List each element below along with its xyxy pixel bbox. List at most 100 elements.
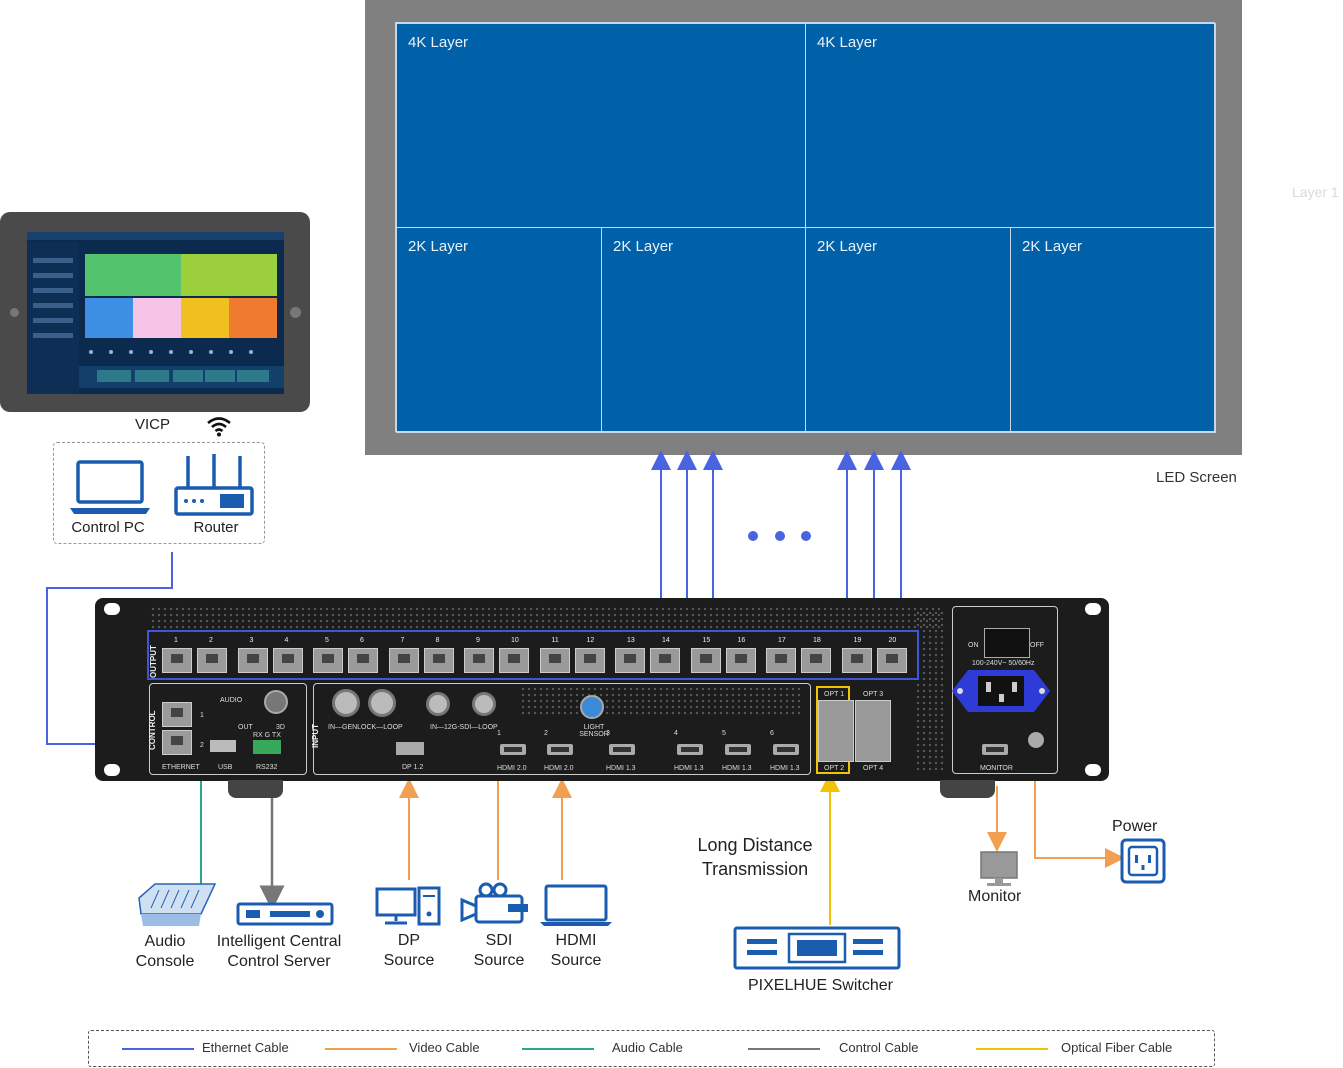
laptop-icon xyxy=(540,884,612,926)
sdi-label: IN—12G-SDI—LOOP xyxy=(430,724,498,731)
rs232-terminal[interactable] xyxy=(253,740,281,754)
output-port-number: 7 xyxy=(400,637,405,644)
output-port-number: 8 xyxy=(435,637,440,644)
output-port-9[interactable] xyxy=(464,648,494,673)
output-port-3[interactable] xyxy=(237,648,268,673)
output-port-2[interactable] xyxy=(197,648,227,673)
output-port-10[interactable] xyxy=(499,648,529,673)
pixelhue-switcher-icon xyxy=(733,926,901,970)
genlock-in-bnc[interactable] xyxy=(332,689,360,717)
sdi-loop-bnc[interactable] xyxy=(472,692,496,716)
video-camera-icon xyxy=(460,882,528,924)
output-port-13[interactable] xyxy=(615,648,645,673)
output-port-8[interactable] xyxy=(423,648,454,673)
output-port-17[interactable] xyxy=(766,648,796,673)
hdmi-input-number: 6 xyxy=(770,730,774,737)
chassis-foot xyxy=(940,780,995,798)
hdmi-input-port-2[interactable] xyxy=(547,744,573,755)
output-port-6[interactable] xyxy=(348,648,378,673)
output-port-16[interactable] xyxy=(725,648,756,673)
input-section-label: INPUT xyxy=(311,724,320,748)
hdmi-input-port-1[interactable] xyxy=(500,744,526,755)
dp-source-label: DP Source xyxy=(383,932,435,969)
legend-label: Optical Fiber Cable xyxy=(1061,1040,1173,1055)
input-section xyxy=(313,683,811,775)
wifi-icon xyxy=(207,417,231,437)
dp-port[interactable] xyxy=(396,742,424,755)
led-screen-panel: 4K Layer 4K Layer 2K Layer 2K Layer 2K L… xyxy=(395,22,1216,433)
output-port-number: 4 xyxy=(284,637,289,644)
monitor-port-label: MONITOR xyxy=(980,765,1013,772)
opt-label: OPT 4 xyxy=(863,765,884,772)
monitor-hdmi-port[interactable] xyxy=(982,744,1008,755)
hdmi-input-label: HDMI 1.3 xyxy=(770,765,800,772)
output-port-number: 14 xyxy=(662,637,670,644)
vent-grille xyxy=(150,606,940,630)
layer-label: 4K Layer xyxy=(817,34,878,51)
output-port-number: 20 xyxy=(888,637,897,644)
rxgtx-label: RX G TX xyxy=(253,732,281,739)
output-port-number: 19 xyxy=(853,637,862,644)
output-port-12[interactable] xyxy=(574,648,605,673)
hdmi-input-port-5[interactable] xyxy=(725,744,751,755)
usb-port[interactable] xyxy=(210,740,236,752)
vent-grille xyxy=(520,686,800,716)
output-port-number: 2 xyxy=(209,637,213,644)
sdi-in-bnc[interactable] xyxy=(426,692,450,716)
hdmi-input-label: HDMI 2.0 xyxy=(544,765,574,772)
tablet-camera-dot xyxy=(10,308,19,317)
output-port-number: 3 xyxy=(249,637,254,644)
hdmi-input-number: 5 xyxy=(722,730,726,737)
power-label: Power xyxy=(1112,818,1158,835)
output-port-15[interactable] xyxy=(690,648,721,673)
output-port-number: 9 xyxy=(476,637,480,644)
layer-ghost-label: Layer 1 xyxy=(1292,184,1339,200)
output-port-number: 12 xyxy=(586,637,595,644)
control-section-label: CONTROL xyxy=(148,710,157,750)
ground-terminal[interactable] xyxy=(1028,732,1044,748)
hdmi-input-port-4[interactable] xyxy=(677,744,703,755)
hdmi-input-port-6[interactable] xyxy=(773,744,799,755)
power-switch[interactable] xyxy=(984,628,1030,658)
ethernet-port-1[interactable] xyxy=(162,702,192,727)
audio-console-label: Audio Console xyxy=(135,933,195,970)
output-port-number: 5 xyxy=(325,637,329,644)
layer-2k-4: 2K Layer xyxy=(1010,227,1216,433)
output-port-number: 6 xyxy=(360,637,364,644)
ethernet-port-2[interactable] xyxy=(162,730,192,755)
power-section xyxy=(952,606,1058,774)
vent-grille xyxy=(915,610,947,770)
power-spec-label: 100-240V~ 50/60Hz xyxy=(972,660,1035,667)
audio-label: AUDIO xyxy=(220,697,243,704)
output-port-1[interactable] xyxy=(162,648,192,673)
output-port-18[interactable] xyxy=(801,648,831,673)
output-port-5[interactable] xyxy=(313,648,343,673)
opt-port-3-4[interactable] xyxy=(855,700,891,762)
legend-swatch xyxy=(325,1048,397,1050)
output-port-number: 15 xyxy=(702,637,711,644)
hdmi-source-label: HDMI Source xyxy=(550,932,602,969)
monitor-label: Monitor xyxy=(968,888,1022,905)
tablet-screen xyxy=(27,232,284,394)
genlock-loop-bnc[interactable] xyxy=(368,689,396,717)
legend-label: Video Cable xyxy=(409,1040,480,1055)
hdmi-input-number: 1 xyxy=(497,730,501,737)
output-port-4[interactable] xyxy=(272,648,303,673)
genlock-label: IN—GENLOCK—LOOP xyxy=(328,724,403,731)
output-port-11[interactable] xyxy=(539,648,570,673)
hdmi-input-number: 2 xyxy=(544,730,548,737)
hdmi-input-port-3[interactable] xyxy=(609,744,635,755)
central-server-icon xyxy=(236,902,334,926)
light-sensor-port[interactable] xyxy=(580,695,604,719)
layer-label: 2K Layer xyxy=(817,238,878,255)
control-section xyxy=(149,683,307,775)
power-inlet[interactable] xyxy=(948,668,1054,714)
output-port-19[interactable] xyxy=(841,648,872,673)
3d-port[interactable] xyxy=(264,690,288,714)
output-port-7[interactable] xyxy=(388,648,419,673)
central-server-label: Intelligent Central Control Server xyxy=(216,933,342,970)
opt-port-1-2[interactable] xyxy=(818,700,854,762)
output-port-20[interactable] xyxy=(876,648,907,673)
output-port-14[interactable] xyxy=(650,648,680,673)
ellipsis-dots xyxy=(748,531,811,541)
